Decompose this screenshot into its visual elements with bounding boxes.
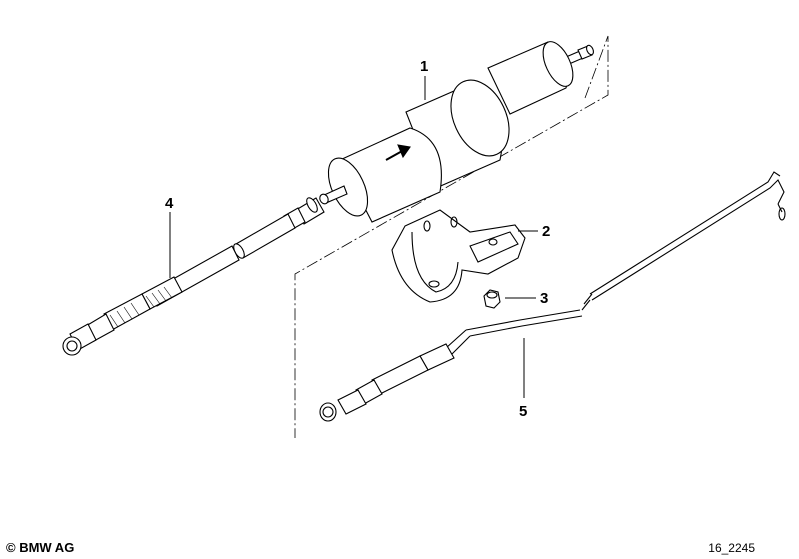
callout-5: 5 [519, 338, 527, 420]
callout-label: 2 [542, 223, 550, 240]
callout-label: 1 [420, 58, 428, 75]
callout-4: 4 [165, 195, 174, 278]
nut[interactable] [483, 289, 501, 309]
callout-label: 4 [165, 195, 174, 212]
callout-label: 3 [540, 290, 548, 307]
fuel-return-line[interactable] [319, 171, 786, 422]
group-outline [294, 35, 609, 438]
callout-1: 1 [420, 58, 428, 100]
fuel-filter[interactable] [318, 37, 595, 223]
copyright-notice: © BMW AG [6, 540, 75, 555]
mounting-bracket[interactable] [391, 209, 526, 303]
callout-label: 5 [519, 403, 527, 420]
callout-2: 2 [518, 223, 550, 240]
fuel-feed-line[interactable] [62, 196, 325, 356]
callout-3: 3 [505, 290, 548, 307]
diagram-id: 16_2245 [708, 541, 755, 555]
